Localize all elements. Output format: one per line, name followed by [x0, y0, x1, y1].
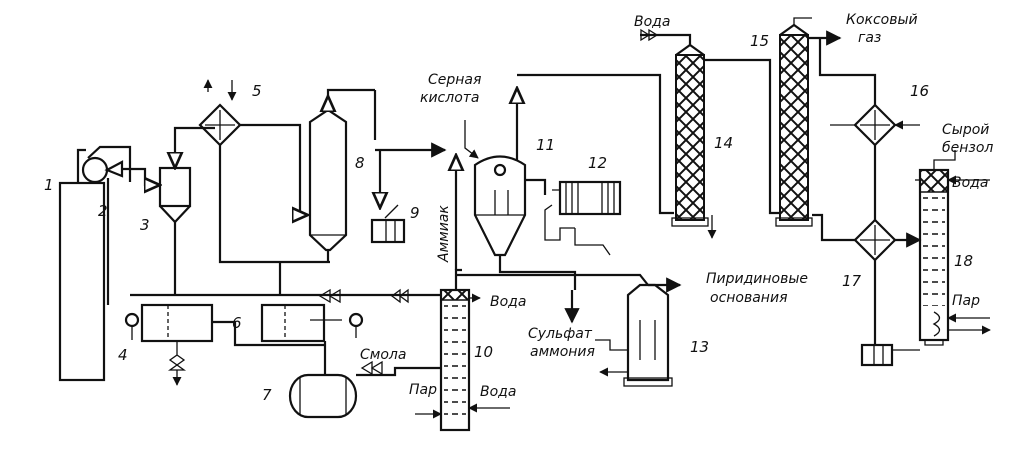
label-sulfate-1: Сульфат	[528, 326, 593, 342]
equipment-7-tar-tank: 7 Смола	[262, 347, 440, 419]
label-sulfuric-1: Серная	[428, 72, 481, 88]
label-18: 18	[954, 252, 973, 270]
equipment-14-final-cooler: Вода 14	[634, 14, 780, 239]
label-sulfate-2: аммония	[530, 344, 595, 360]
equipment-1-coke-oven: 1	[44, 148, 106, 382]
label-8: 8	[355, 154, 365, 172]
equipment-16-heat-exchanger: 16	[853, 82, 929, 220]
equipment-4-tar-decanter: 4	[118, 293, 440, 386]
label-crude-benzene-1: Сырой	[942, 122, 989, 138]
equipment-17-heat-exchanger: 17	[830, 120, 922, 345]
label-pyridine-2: основания	[710, 290, 788, 306]
label-14: 14	[714, 134, 733, 152]
label-ammonia: Аммиак	[436, 205, 452, 263]
label-steam-10: Пар	[409, 382, 437, 398]
label-16: 16	[910, 82, 929, 100]
label-9: 9	[410, 204, 420, 222]
label-5: 5	[252, 82, 262, 100]
equipment-18-stripping-column: Сырой бензол Вода 18 Пар	[860, 122, 993, 367]
label-3: 3	[140, 216, 150, 234]
equipment-5-primary-cooler: 5	[198, 79, 330, 264]
equipment-3-separator: 3	[140, 126, 215, 295]
label-4: 4	[118, 346, 128, 364]
label-coke-gas-2: газ	[858, 30, 881, 46]
label-water-18: Вода	[952, 175, 988, 191]
label-sulfuric-2: кислота	[420, 90, 480, 106]
equipment-2-collector: 2	[81, 145, 160, 305]
equipment-9-blower: 9	[370, 142, 447, 244]
label-10: 10	[474, 343, 493, 361]
label-water-10b: Вода	[480, 384, 516, 400]
equipment-10-ammonia-still: Аммиак Вода 10 Пар Вода	[409, 155, 526, 432]
label-tar: Смола	[360, 347, 406, 363]
label-7: 7	[262, 386, 272, 404]
equipment-11-saturator: Серная кислота 11	[420, 72, 674, 290]
label-12: 12	[588, 154, 607, 172]
label-water-10: Вода	[490, 294, 526, 310]
equipment-6-tar-separator: 6	[212, 262, 409, 375]
label-6: 6	[232, 314, 242, 332]
label-1: 1	[44, 176, 54, 194]
label-coke-gas-1: Коксовый	[846, 12, 918, 28]
label-water-top: Вода	[634, 14, 670, 30]
label-2: 2	[98, 202, 108, 220]
label-crude-benzene-2: бензол	[942, 140, 993, 156]
label-17: 17	[842, 272, 862, 290]
equipment-12-centrifuge: 12 Сульфат аммония	[528, 154, 622, 360]
label-pyridine-1: Пиридиновые	[706, 271, 808, 287]
label-13: 13	[690, 338, 709, 356]
label-11: 11	[536, 136, 555, 154]
label-steam-18: Пар	[952, 293, 980, 309]
label-15: 15	[750, 32, 769, 50]
equipment-8-precipitator: 8	[308, 88, 377, 262]
equipment-13-pyridine-unit: Пиридиновые основания 13	[595, 271, 808, 387]
equipment-15-benzene-scrubber: Коксовый газ 15	[750, 12, 918, 242]
